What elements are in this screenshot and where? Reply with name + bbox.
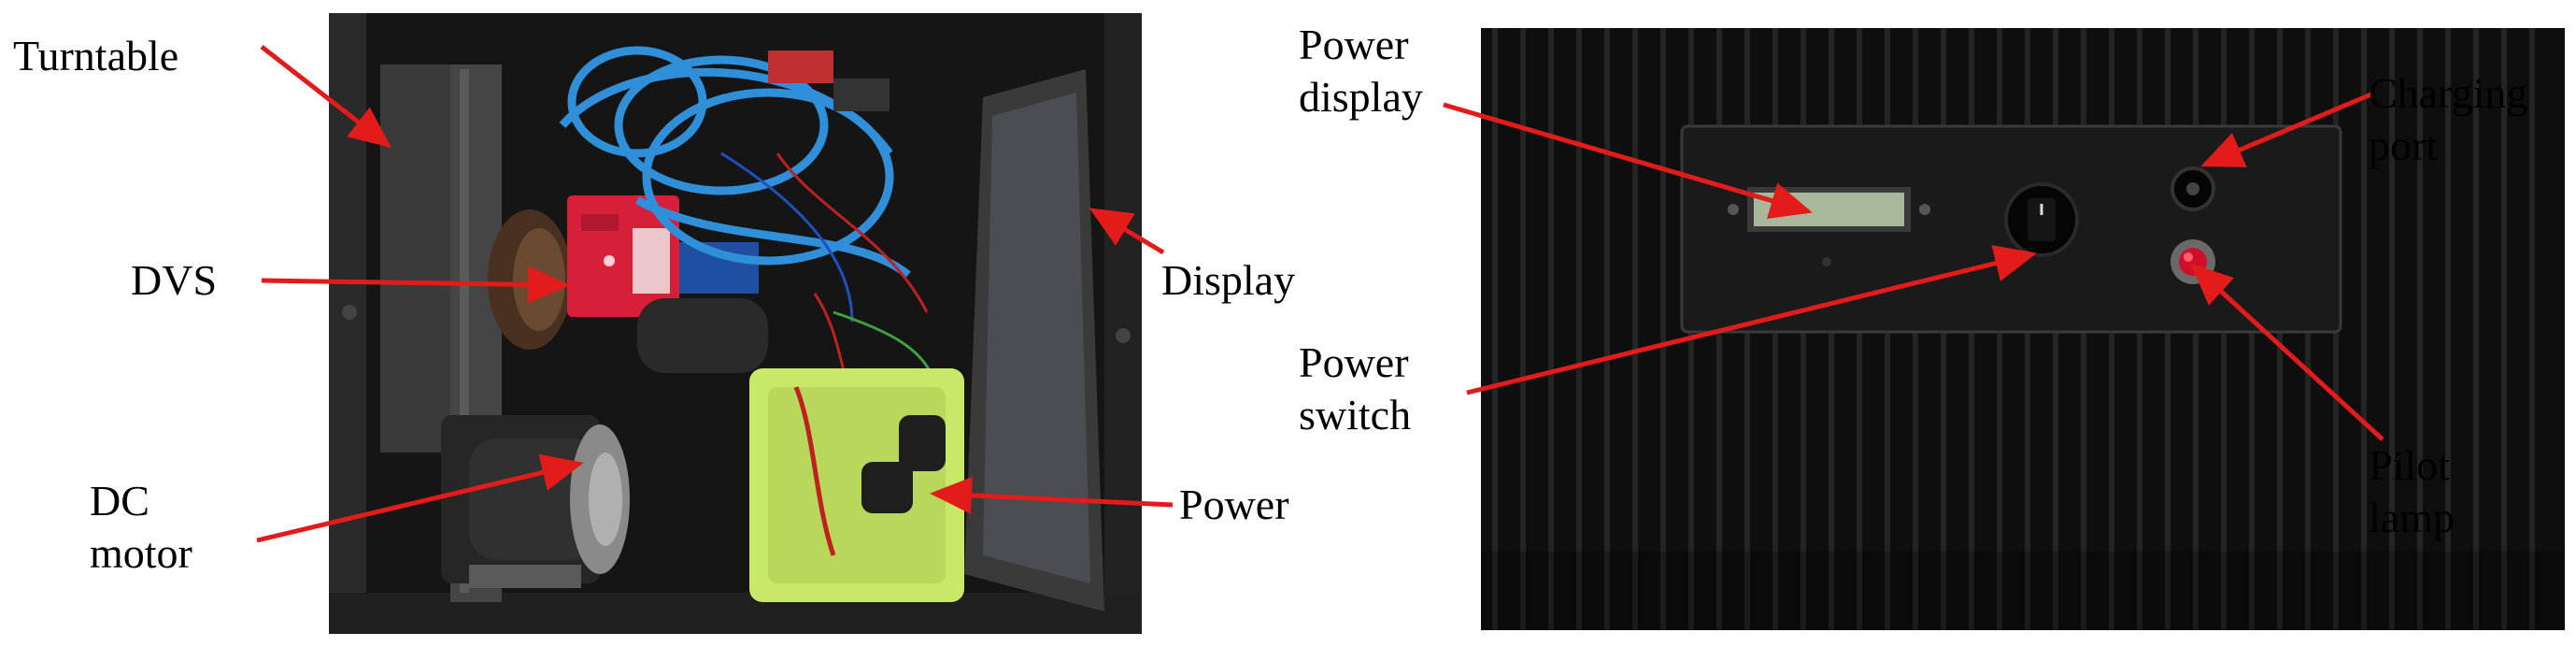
power-display-label: Power display	[1299, 21, 1423, 121]
dc-motor-label: DC motor	[90, 477, 192, 577]
display-label: Display	[1161, 256, 1296, 304]
turntable-label: Turntable	[13, 32, 179, 79]
charging-port-label: Charging port	[2369, 69, 2528, 169]
power-label: Power	[1179, 481, 1289, 528]
pilot-lamp-label: Pilot lamp	[2369, 441, 2455, 541]
device-interior-photo	[329, 13, 1142, 634]
device-interior-illustration	[329, 13, 1142, 634]
power-switch-label: Power switch	[1299, 338, 1412, 439]
dvs-label: DVS	[131, 256, 218, 304]
